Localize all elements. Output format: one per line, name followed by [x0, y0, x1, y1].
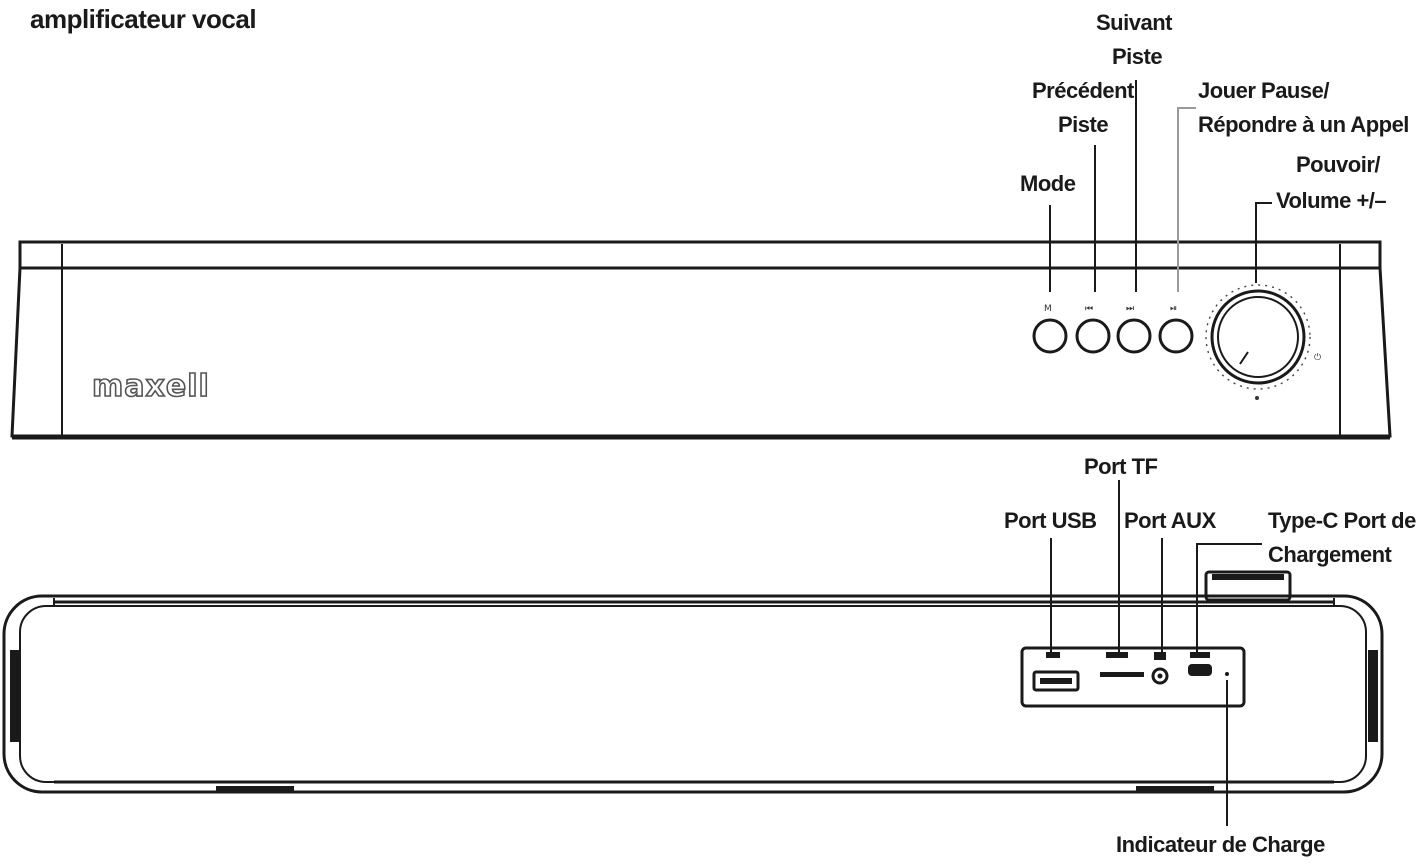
label-suivant-1: Suivant	[1096, 10, 1173, 35]
front-body-outline	[10, 267, 1392, 438]
callout-play-pause	[1177, 107, 1196, 292]
typec-charging-port[interactable]	[1188, 652, 1212, 676]
mode-button[interactable]: M	[1032, 304, 1068, 354]
knob-mark: ⏻	[1314, 352, 1321, 363]
rear-inner-shell	[19, 605, 1367, 783]
label-jouer-1: Jouer Pause/	[1198, 78, 1329, 103]
rear-top-slot	[1204, 570, 1292, 602]
label-jouer-2: Répondre à un Appel	[1198, 112, 1409, 137]
play-pause-icon: ⏯	[1170, 304, 1177, 314]
aux-port[interactable]	[1151, 652, 1169, 685]
usb-port[interactable]	[1032, 652, 1080, 692]
charge-indicator-led	[1225, 672, 1229, 676]
label-typec-2: Chargement	[1268, 542, 1393, 567]
label-port-usb: Port USB	[1004, 508, 1097, 533]
label-port-aux: Port AUX	[1124, 508, 1217, 533]
label-precedent-1: Précédent	[1032, 78, 1135, 103]
port-panel	[1020, 646, 1246, 708]
front-view: maxell M ⏮ ⏭ ⏯ ⏻	[10, 10, 1409, 440]
label-pouvoir-2: Volume +/–	[1276, 188, 1386, 213]
label-precedent-2: Piste	[1058, 112, 1108, 137]
tf-icon	[1106, 652, 1128, 658]
front-top-edge	[18, 240, 1382, 270]
label-pouvoir-1: Pouvoir/	[1296, 152, 1380, 177]
label-suivant-2: Piste	[1112, 44, 1162, 69]
brand-logo: maxell	[92, 369, 210, 404]
callout-knob	[1255, 202, 1272, 283]
label-typec-1: Type-C Port de	[1268, 508, 1416, 533]
previous-track-button[interactable]: ⏮	[1075, 304, 1111, 354]
rear-right-grip	[1368, 650, 1378, 742]
next-track-button[interactable]: ⏭	[1116, 304, 1152, 354]
diagram-title: amplificateur vocal	[30, 4, 256, 34]
rear-outer-shell	[2, 594, 1384, 794]
next-track-icon: ⏭	[1126, 304, 1134, 314]
callout-typec	[1196, 543, 1262, 652]
rear-foot-right	[1136, 786, 1214, 792]
label-indicateur: Indicateur de Charge	[1116, 832, 1325, 857]
label-port-tf: Port TF	[1084, 454, 1158, 479]
play-pause-button[interactable]: ⏯	[1158, 304, 1194, 354]
usb-icon	[1046, 652, 1060, 658]
typec-icon	[1190, 652, 1210, 658]
mode-icon: M	[1044, 304, 1052, 314]
power-volume-knob[interactable]: ⏻	[1205, 284, 1321, 400]
aux-icon	[1154, 652, 1166, 660]
label-mode: Mode	[1020, 171, 1076, 196]
tf-card-port[interactable]	[1100, 652, 1144, 677]
rear-left-grip	[10, 650, 20, 742]
previous-track-icon: ⏮	[1085, 304, 1093, 314]
rear-foot-left	[216, 786, 294, 792]
rear-view: Port TF Port USB Port AUX Type-C Port de…	[2, 454, 1417, 857]
